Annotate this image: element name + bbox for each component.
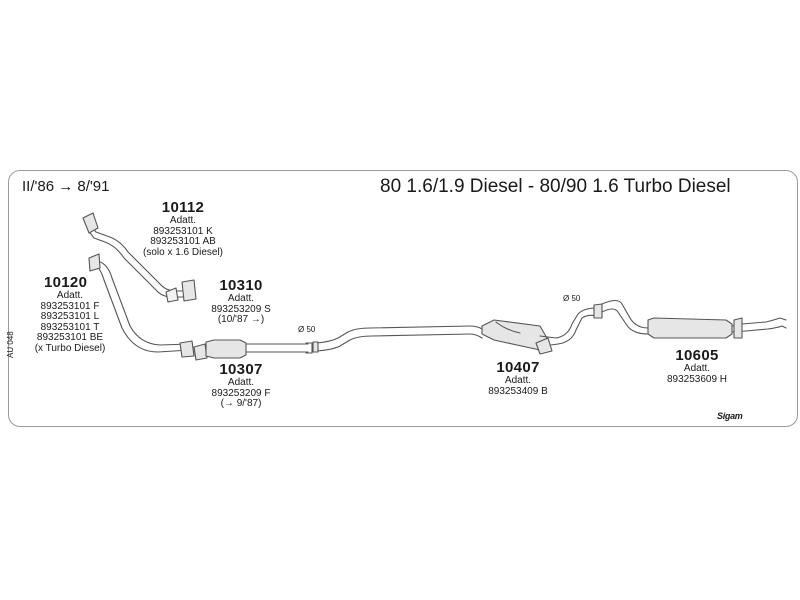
part-number: 10310 — [219, 277, 263, 294]
page-title: 80 1.6/1.9 Diesel - 80/90 1.6 Turbo Dies… — [380, 176, 731, 197]
part-line: 893253101 BE — [36, 332, 104, 343]
rear-silencer-10605 — [593, 299, 787, 339]
part-line: Adatt. — [169, 215, 197, 226]
part-label-10310: 10310 Adatt. 893253209 S (10/'87 →) — [200, 278, 282, 326]
pipe-diameter-label: Ø 50 — [563, 294, 581, 303]
part-line: 893253101 AB — [150, 236, 216, 247]
part-line: (10/'87 →) — [217, 314, 265, 325]
catalyst-10310 — [193, 339, 313, 361]
part-line: Adatt. — [56, 290, 84, 301]
part-line: 893253209 F — [211, 387, 271, 399]
part-line: Adatt. — [227, 377, 255, 388]
part-number: 10307 — [219, 361, 263, 378]
part-line: 893253101 L — [40, 311, 100, 322]
part-line: 893253101 K — [153, 225, 213, 237]
brand-logo: Sigam — [717, 411, 743, 421]
part-label-10307: 10307 Adatt. 893253209 F (→ 9/'87) — [200, 362, 282, 410]
part-line: 893253609 H — [666, 373, 728, 385]
diagram-frame — [8, 170, 798, 427]
side-code: AU 048 — [6, 331, 15, 358]
part-label-10112: 10112 Adatt. 893253101 K 893253101 AB (s… — [138, 200, 228, 258]
part-number: 10112 — [161, 199, 205, 216]
part-number: 10605 — [675, 347, 719, 364]
intermediate-pipe — [312, 325, 485, 353]
part-line: (x Turbo Diesel) — [34, 342, 106, 354]
part-line: Adatt. — [504, 375, 532, 386]
part-line: (solo x 1.6 Diesel) — [142, 246, 224, 258]
part-line: 893253409 B — [488, 385, 548, 397]
part-line: 893253101 F — [40, 300, 100, 312]
front-pipe-10112 — [82, 212, 197, 303]
part-line: 893253209 S — [211, 303, 271, 315]
part-line: 893253101 T — [40, 321, 100, 333]
part-label-10605: 10605 Adatt. 893253609 H — [652, 348, 742, 385]
part-label-10407: 10407 Adatt. 893253409 B — [474, 360, 562, 397]
part-number: 10407 — [496, 359, 540, 376]
part-label-10120: 10120 Adatt. 893253101 F 893253101 L 893… — [28, 275, 112, 354]
part-line: Adatt. — [683, 363, 711, 374]
front-pipe-10120 — [88, 253, 195, 358]
part-line: (→ 9/'87) — [220, 398, 262, 409]
part-number: 10120 — [44, 274, 88, 291]
middle-silencer-10407 — [481, 307, 597, 355]
date-range: II/'86 → 8/'91 — [22, 178, 110, 195]
pipe-diameter-label: Ø 50 — [298, 325, 316, 334]
part-line: Adatt. — [227, 293, 255, 304]
